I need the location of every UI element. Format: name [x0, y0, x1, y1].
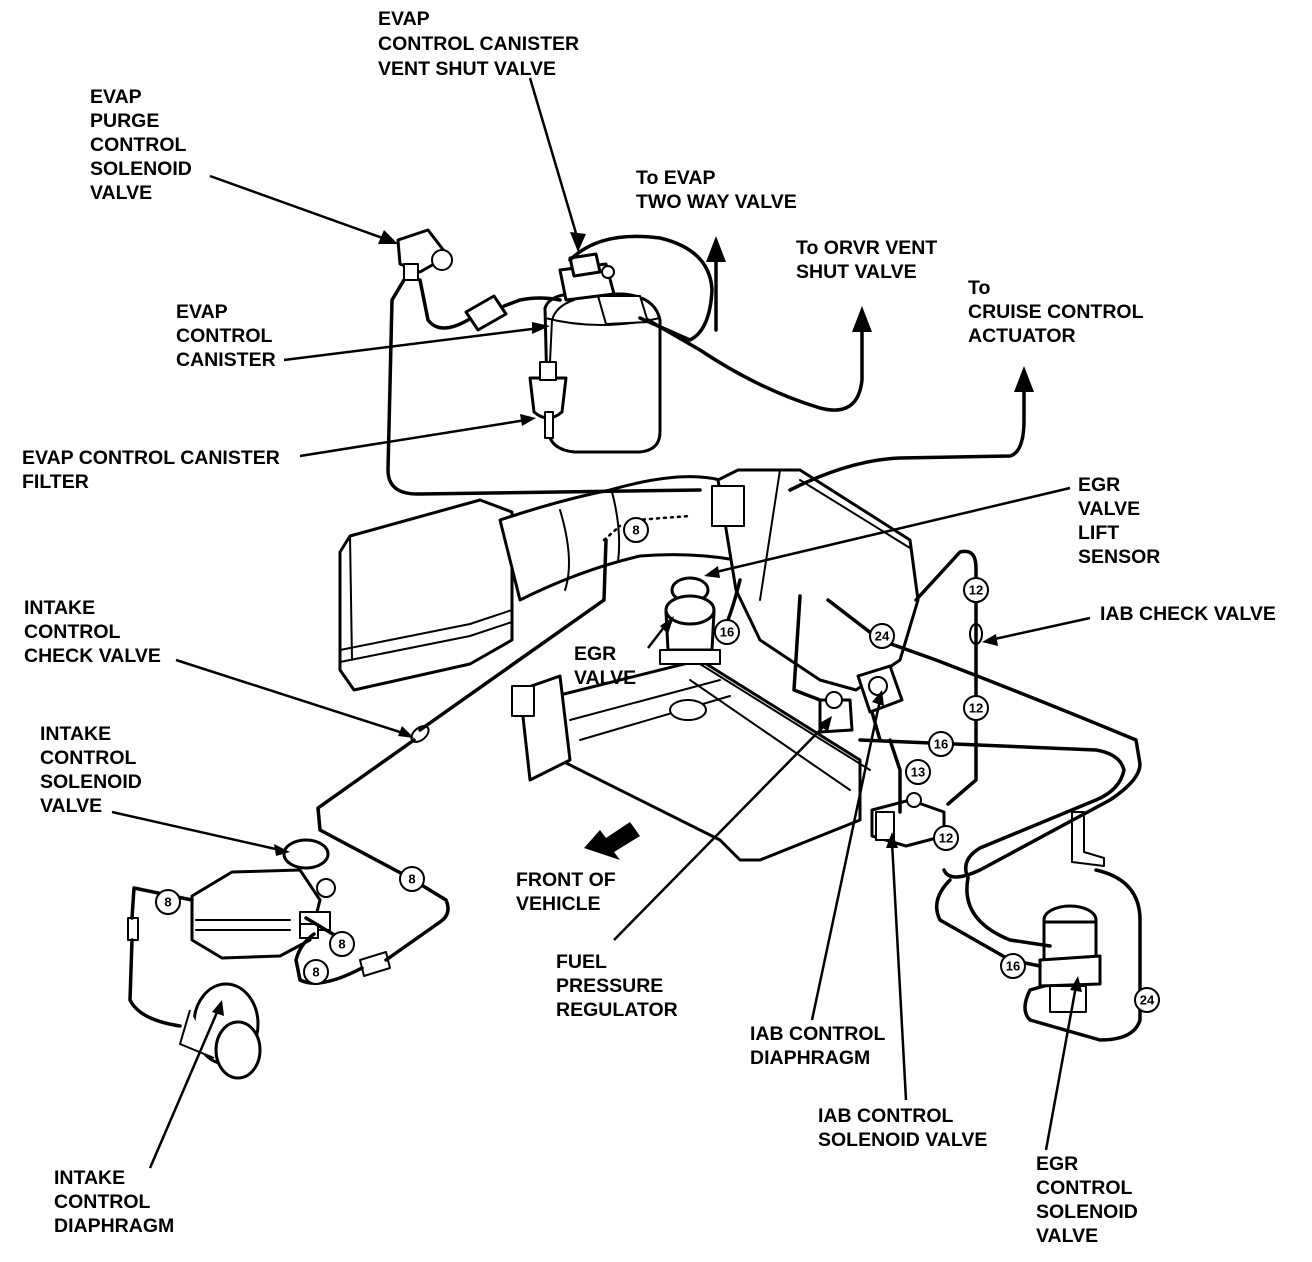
label-purge-solenoid-valve: EVAP PURGE CONTROL SOLENOID VALVE	[90, 86, 197, 204]
arrowheads	[212, 230, 1082, 1016]
hose-number-8-top: 8	[623, 517, 649, 543]
svg-text:8: 8	[632, 523, 639, 538]
svg-text:13: 13	[911, 765, 925, 780]
evap-control-canister	[543, 292, 662, 454]
label-to-orvr-vent-shut-valve: To ORVR VENT SHUT VALVE	[796, 237, 943, 283]
egr-control-solenoid-valve	[1038, 904, 1102, 1013]
evap-purge-control-solenoid-valve	[396, 228, 453, 281]
label-intake-control-solenoid-valve: INTAKE CONTROL SOLENOID VALVE	[40, 723, 147, 817]
hose-number-8-lower: 8	[329, 931, 355, 957]
svg-text:12: 12	[939, 831, 953, 846]
svg-text:12: 12	[969, 701, 983, 716]
label-intake-control-check-valve: INTAKE CONTROL CHECK VALVE	[24, 597, 161, 667]
label-intake-control-diaphragm: INTAKE CONTROL DIAPHRAGM	[54, 1167, 174, 1237]
svg-text:8: 8	[164, 895, 171, 910]
hose-number-12-middle: 12	[963, 695, 989, 721]
hose-number-12-upper: 12	[963, 577, 989, 603]
label-vent-shut-valve: EVAP CONTROL CANISTER VENT SHUT VALVE	[378, 8, 585, 80]
hose-number-16-middle: 16	[928, 731, 954, 757]
hose-number-24-lower: 24	[1134, 987, 1160, 1013]
egr-valve	[659, 576, 721, 665]
hose-bracket	[1071, 811, 1105, 867]
label-iab-control-solenoid-valve: IAB CONTROL SOLENOID VALVE	[818, 1105, 987, 1151]
svg-text:8: 8	[338, 937, 345, 952]
inline-filter	[464, 294, 508, 332]
hose-number-16-lower: 16	[1000, 953, 1026, 979]
engine-cylinder-head	[511, 658, 871, 862]
svg-text:24: 24	[875, 629, 890, 644]
hose-number-8-bottom: 8	[303, 959, 329, 985]
svg-text:16: 16	[720, 625, 734, 640]
label-to-evap-two-way-valve: To EVAP TWO WAY VALVE	[636, 167, 797, 213]
label-iab-check-valve: IAB CHECK VALVE	[1100, 603, 1276, 625]
evap-control-canister-filter	[528, 361, 568, 439]
leader-lines	[111, 77, 1091, 1169]
hose-number-8-left: 8	[155, 889, 181, 915]
hose-number-24-upper: 24	[869, 623, 895, 649]
label-to-cruise-control-actuator: To CRUISE CONTROL ACTUATOR	[968, 277, 1149, 347]
label-egr-valve: EGR VALVE	[574, 643, 636, 689]
intake-plenum	[711, 468, 920, 692]
hose-number-12-lower: 12	[933, 825, 959, 851]
label-fuel-pressure-regulator: FUEL PRESSURE REGULATOR	[556, 951, 678, 1021]
label-front-of-vehicle: FRONT OF VEHICLE	[516, 869, 621, 915]
label-egr-control-solenoid-valve: EGR CONTROL SOLENOID VALVE	[1036, 1153, 1143, 1247]
intake-control-diaphragm	[179, 982, 262, 1080]
svg-text:24: 24	[1140, 993, 1155, 1008]
air-cleaner-housing	[338, 498, 514, 692]
svg-text:8: 8	[312, 965, 319, 980]
label-evap-control-canister: EVAP CONTROL CANISTER	[176, 301, 277, 371]
hose-number-8-right: 8	[399, 866, 425, 892]
svg-text:12: 12	[969, 583, 983, 598]
hose-number-16-egr: 16	[714, 619, 740, 645]
vacuum-hoses	[128, 234, 1142, 1042]
svg-text:16: 16	[1006, 959, 1020, 974]
front-of-vehicle-arrow	[584, 822, 640, 860]
svg-text:16: 16	[934, 737, 948, 752]
vent-shut-valve	[558, 252, 616, 302]
hose-number-13: 13	[905, 759, 931, 785]
iab-control-diaphragm	[856, 664, 904, 714]
intake-control-solenoid-valve	[190, 838, 336, 960]
svg-text:8: 8	[408, 872, 415, 887]
label-egr-valve-lift-sensor: EGR VALVE LIFT SENSOR	[1078, 474, 1160, 568]
label-iab-control-diaphragm: IAB CONTROL DIAPHRAGM	[750, 1023, 890, 1069]
label-canister-filter: EVAP CONTROL CANISTER FILTER	[22, 447, 285, 493]
